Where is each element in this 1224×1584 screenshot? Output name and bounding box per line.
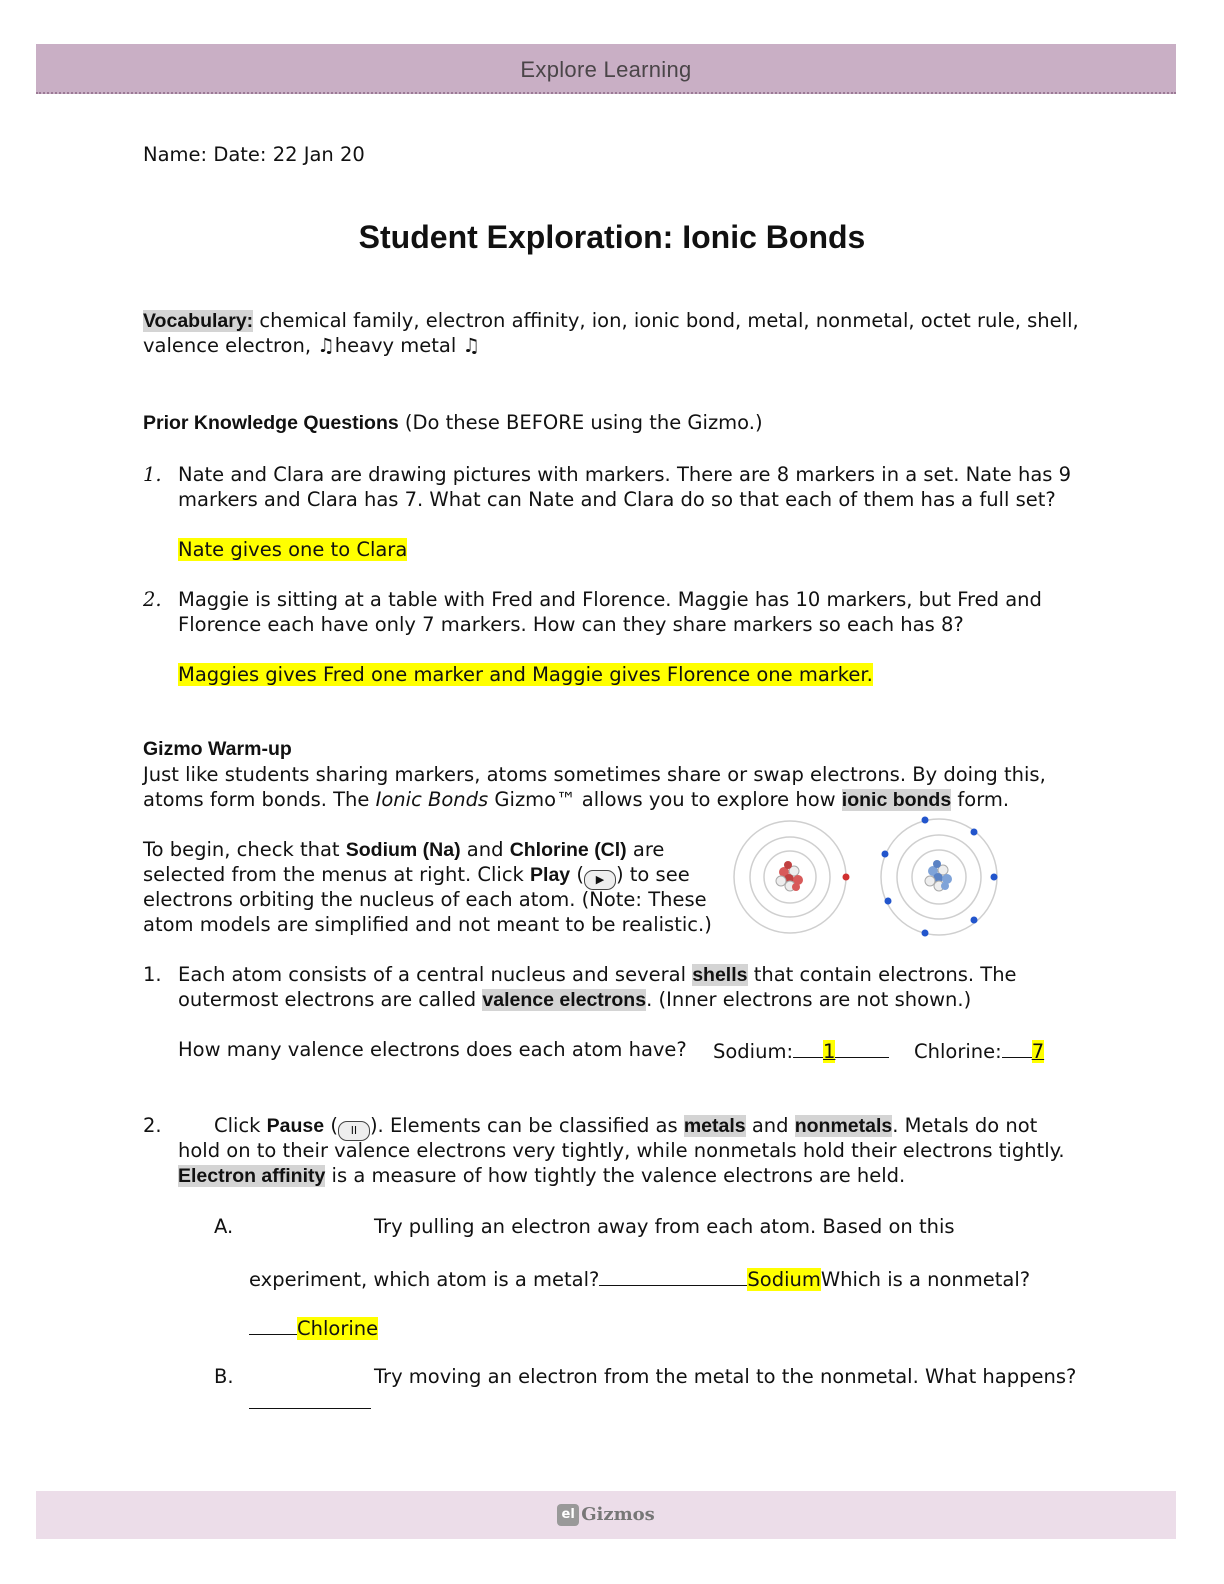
header-bar: Explore Learning <box>36 44 1176 94</box>
q2-number: 2. <box>143 1114 162 1137</box>
chlorine-answer-field[interactable]: Chlorine:7 <box>914 1037 1045 1064</box>
sodium-answer: 1 <box>823 1040 836 1063</box>
nonmetal-answer: Chlorine <box>297 1317 379 1340</box>
atom-models-illustration <box>733 816 998 937</box>
q1-number: 1. <box>143 963 162 986</box>
name-date-line: Name: Date: 22 Jan 20 <box>143 142 365 167</box>
chlorine-nucleus <box>924 860 952 892</box>
gizmos-logo-mark: el <box>557 1504 580 1526</box>
sodium-answer-field[interactable]: Sodium:1 <box>713 1037 890 1064</box>
q1-line2: outermost electrons are called valence e… <box>178 988 972 1011</box>
vocab-terms-1: chemical family, electron affinity, ion,… <box>253 309 1079 332</box>
date-label: Date: <box>213 143 267 166</box>
vocab-line-1: Vocabulary: chemical family, electron af… <box>143 308 1079 334</box>
begin-line2: selected from the menus at right. Click … <box>143 862 690 890</box>
warmup-heading: Gizmo Warm-up <box>143 738 292 760</box>
warmup-line1: Just like students sharing markers, atom… <box>143 763 1046 786</box>
metal-answer[interactable]: Sodium <box>747 1268 821 1291</box>
prior-q2-answer[interactable]: Maggies gives Fred one marker and Maggie… <box>178 663 873 686</box>
term-ionic-bonds: ionic bonds <box>841 789 952 811</box>
term-valence-electrons: valence electrons <box>482 989 647 1011</box>
prior-q2-number: 2. <box>143 588 162 611</box>
q2b-label: B. <box>214 1365 234 1388</box>
nonmetal-answer-field[interactable]: Chlorine <box>249 1314 379 1341</box>
begin-line4: atom models are simplified and not meant… <box>143 913 712 936</box>
prior-q1-line2: markers and Clara has 7. What can Nate a… <box>178 488 1056 511</box>
page-title: Student Exploration: Ionic Bonds <box>358 219 866 255</box>
prior-q1-number: 1. <box>143 463 162 486</box>
term-metals: metals <box>683 1115 746 1137</box>
chlorine-valence-electrons <box>881 816 998 937</box>
prior-q2-line2: Florence each have only 7 markers. How c… <box>178 613 964 636</box>
q2b-line1: Try moving an electron from the metal to… <box>374 1365 1077 1388</box>
term-shells: shells <box>692 964 748 986</box>
prior-q2-line1: Maggie is sitting at a table with Fred a… <box>178 588 1042 611</box>
chlorine-answer: 7 <box>1031 1040 1045 1063</box>
pause-icon: II <box>337 1121 370 1141</box>
date-value: 22 Jan 20 <box>272 143 365 166</box>
prior-q1-line1: Nate and Clara are drawing pictures with… <box>178 463 1072 486</box>
q2a-label: A. <box>214 1215 234 1238</box>
q2-line1: Click Pause (II). Elements can be classi… <box>214 1113 1037 1141</box>
begin-line1: To begin, check that Sodium (Na) and Chl… <box>143 838 665 861</box>
sodium-valence-electron <box>842 873 850 881</box>
vocab-label: Vocabulary: <box>143 310 254 332</box>
sodium-selection: Sodium (Na) <box>345 839 461 861</box>
chlorine-selection: Chlorine (Cl) <box>509 839 627 861</box>
term-nonmetals: nonmetals <box>794 1115 893 1137</box>
q2-line3: Electron affinity is a measure of how ti… <box>178 1164 906 1187</box>
warmup-line2: atoms form bonds. The Ionic Bonds Gizmo™… <box>143 788 1010 811</box>
q2a-line2: experiment, which atom is a metal?Sodium… <box>249 1265 1030 1292</box>
name-label: Name: <box>143 143 208 166</box>
play-icon: ▶ <box>583 870 616 890</box>
prior-knowledge-heading: Prior Knowledge Questions (Do these BEFO… <box>143 410 763 436</box>
begin-line3: electrons orbiting the nucleus of each a… <box>143 888 707 911</box>
term-electron-affinity: Electron affinity <box>178 1165 326 1187</box>
explore-learning-logo: Explore Learning <box>520 57 692 82</box>
q1-line1: Each atom consists of a central nucleus … <box>178 963 1017 986</box>
prior-heading-note: (Do these BEFORE using the Gizmo.) <box>398 411 763 434</box>
q2-line2: hold on to their valence electrons very … <box>178 1139 1065 1162</box>
prior-heading-bold: Prior Knowledge Questions <box>143 412 399 434</box>
q1-question: How many valence electrons does each ato… <box>178 1038 687 1061</box>
q2b-answer-blank[interactable] <box>249 1408 371 1409</box>
prior-q1-answer[interactable]: Nate gives one to Clara <box>178 538 408 561</box>
vocab-line-2: valence electron, ♫heavy metal ♫ <box>143 334 480 357</box>
sodium-nucleus <box>775 861 803 892</box>
q2a-line1: Try pulling an electron away from each a… <box>374 1215 955 1238</box>
